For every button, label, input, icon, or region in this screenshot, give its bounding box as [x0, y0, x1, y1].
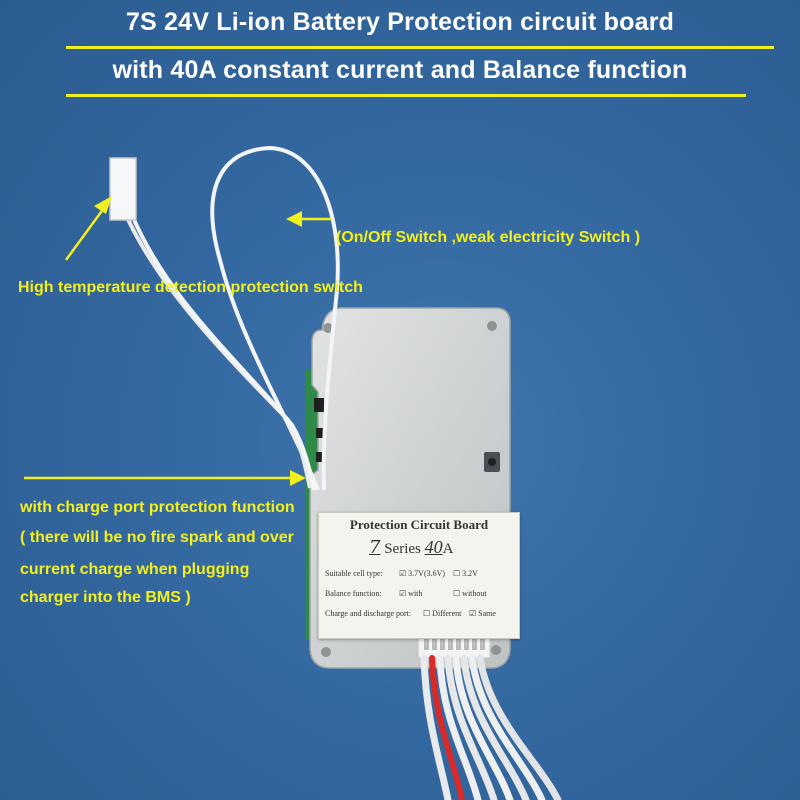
sticker-series-word: Series	[384, 541, 421, 557]
balance-option-a-text: with	[408, 589, 423, 598]
port-option-b-text: Same	[478, 609, 496, 618]
balance-option-b-text: without	[462, 589, 487, 598]
checked-box-icon: ☑	[469, 609, 477, 618]
port-option-a-text: Different	[432, 609, 462, 618]
headline-line-2: with 40A constant current and Balance fu…	[112, 56, 688, 84]
board-sticker: Protection Circuit Board 7 Series 40A Su…	[318, 512, 520, 639]
sticker-cell-option-b: ☐ 3.2V	[453, 569, 478, 578]
arrow-charge-port	[24, 470, 306, 486]
empty-box-icon: ☐	[423, 609, 431, 618]
sticker-series-number: 7	[369, 537, 381, 558]
headline-underline-1	[66, 46, 774, 49]
screw-hole	[321, 647, 331, 657]
sticker-port-option-a: ☐ Different	[423, 609, 461, 618]
empty-box-icon: ☐	[453, 569, 461, 578]
sticker-series-amps: 40	[424, 537, 443, 557]
connector-pins	[424, 636, 485, 650]
sticker-port-option-b: ☑ Same	[469, 609, 496, 618]
screw-hole	[491, 645, 501, 655]
charge-port-caption-4: charger into the BMS )	[20, 589, 191, 606]
balance-wires	[420, 654, 562, 800]
switch-wire-loop	[210, 145, 340, 491]
charge-port-caption-2: ( there will be no fire spark and over	[20, 529, 294, 546]
sticker-balance-label: Balance function:	[325, 589, 382, 598]
screw-hole	[323, 323, 333, 333]
charge-port-caption-1: with charge port protection function	[20, 499, 295, 516]
sensor-wire	[130, 214, 316, 491]
temperature-caption: High temperature detection protection sw…	[18, 279, 363, 296]
headline-underline-2	[66, 94, 746, 97]
arrow-switch-wire	[286, 211, 332, 227]
sticker-series-unit: A	[442, 541, 454, 557]
headline-line-1: 7S 24V Li-ion Battery Protection circuit…	[125, 8, 675, 36]
sticker-balance-option-b: ☐ without	[453, 589, 487, 598]
switch-button-knob	[488, 458, 496, 466]
sticker-balance-option-a: ☑ with	[399, 589, 422, 598]
sticker-port-label: Charge and discharge port:	[325, 609, 412, 618]
arrow-temperature-sensor	[64, 196, 112, 261]
sticker-cell-option-a: ☑ 3.7V(3.6V)	[399, 569, 445, 578]
checked-box-icon: ☑	[399, 569, 407, 578]
temperature-sensor-probe	[109, 157, 137, 221]
sticker-title: Protection Circuit Board	[349, 517, 489, 532]
pcb-component	[316, 452, 324, 462]
cell-option-b-text: 3.2V	[462, 569, 478, 578]
screw-hole	[487, 321, 497, 331]
switch-caption: (On/Off Switch ,weak electricity Switch …	[336, 229, 641, 246]
sticker-cell-type-label: Suitable cell type:	[325, 569, 383, 578]
pcb-component	[314, 398, 324, 412]
checked-box-icon: ☑	[399, 589, 407, 598]
empty-box-icon: ☐	[453, 589, 461, 598]
pcb-component	[316, 428, 324, 438]
sticker-series: 7 Series 40A	[369, 537, 453, 558]
charge-port-caption-3: current charge when plugging	[20, 561, 250, 578]
cell-option-a-text: 3.7V(3.6V)	[408, 569, 446, 578]
